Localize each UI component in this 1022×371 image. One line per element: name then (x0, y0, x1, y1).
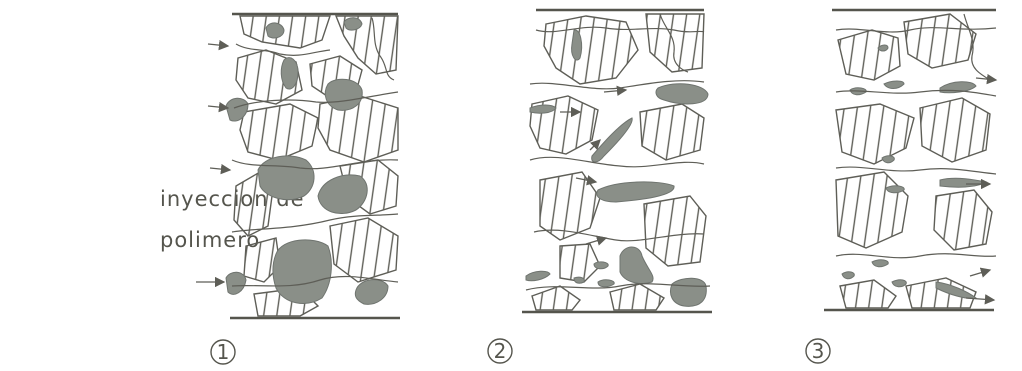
panel-3: 3 (806, 10, 996, 363)
panel-3-number: 3 (806, 339, 830, 363)
panel-3-number-text: 3 (812, 339, 825, 363)
panel-1: 1 (196, 14, 400, 364)
panel-2-number-text: 2 (494, 339, 507, 363)
panel-1-injection-arrows (196, 44, 230, 282)
panel-3-rock-grains (836, 14, 992, 308)
panel-1-number-text: 1 (217, 340, 230, 364)
panel-3-polymer-blobs (842, 45, 986, 298)
panel-2-rock-grains (530, 14, 706, 310)
panel-2: 2 (488, 10, 712, 363)
panel-1-number: 1 (211, 340, 235, 364)
panel-2-number: 2 (488, 339, 512, 363)
